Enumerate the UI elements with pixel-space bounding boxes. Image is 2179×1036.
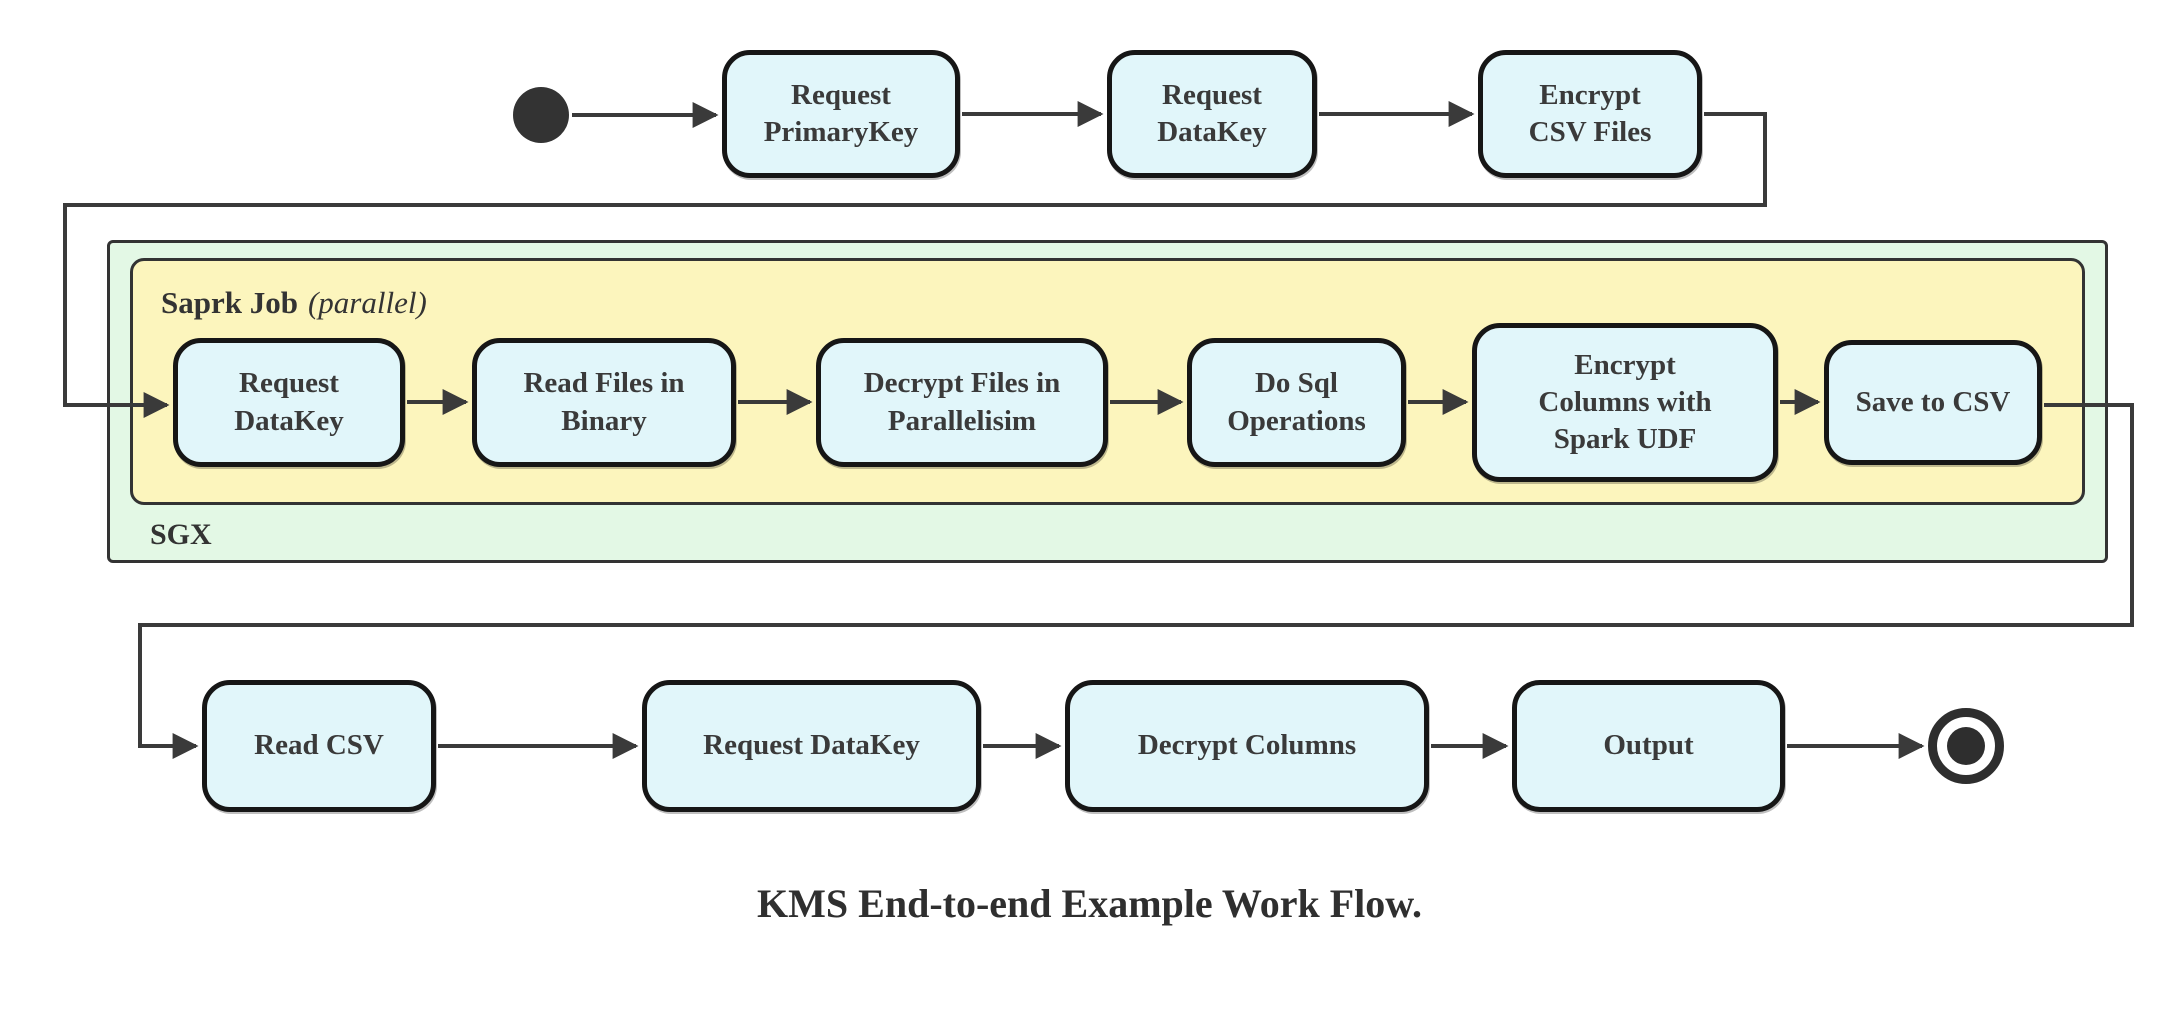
end-node-icon: [1928, 708, 2004, 784]
node-output: Output: [1512, 680, 1785, 812]
spark-job-label-bold: Saprk Job: [161, 285, 298, 320]
node-request-datakey-bottom: Request DataKey: [642, 680, 981, 812]
node-request-primarykey: Request PrimaryKey: [722, 50, 960, 178]
spark-job-label: Saprk Job (parallel): [161, 285, 427, 321]
node-encrypt-csv-files: Encrypt CSV Files: [1478, 50, 1702, 178]
node-decrypt-files-in-parallelisim: Decrypt Files in Parallelisim: [816, 338, 1108, 467]
node-request-datakey-spark: Request DataKey: [173, 338, 405, 467]
node-encrypt-columns-with-spark-udf: Encrypt Columns with Spark UDF: [1472, 323, 1778, 482]
node-read-csv: Read CSV: [202, 680, 436, 812]
diagram-caption: KMS End-to-end Example Work Flow.: [757, 881, 1422, 926]
node-request-datakey-top: Request DataKey: [1107, 50, 1317, 178]
node-do-sql-operations: Do Sql Operations: [1187, 338, 1406, 467]
node-decrypt-columns: Decrypt Columns: [1065, 680, 1429, 812]
node-read-files-in-binary: Read Files in Binary: [472, 338, 736, 467]
spark-job-label-parallel: (parallel): [307, 285, 427, 320]
node-save-to-csv: Save to CSV: [1824, 340, 2042, 465]
end-node-core-icon: [1947, 727, 1985, 765]
start-node-icon: [513, 87, 569, 143]
sgx-label: SGX: [150, 518, 212, 551]
